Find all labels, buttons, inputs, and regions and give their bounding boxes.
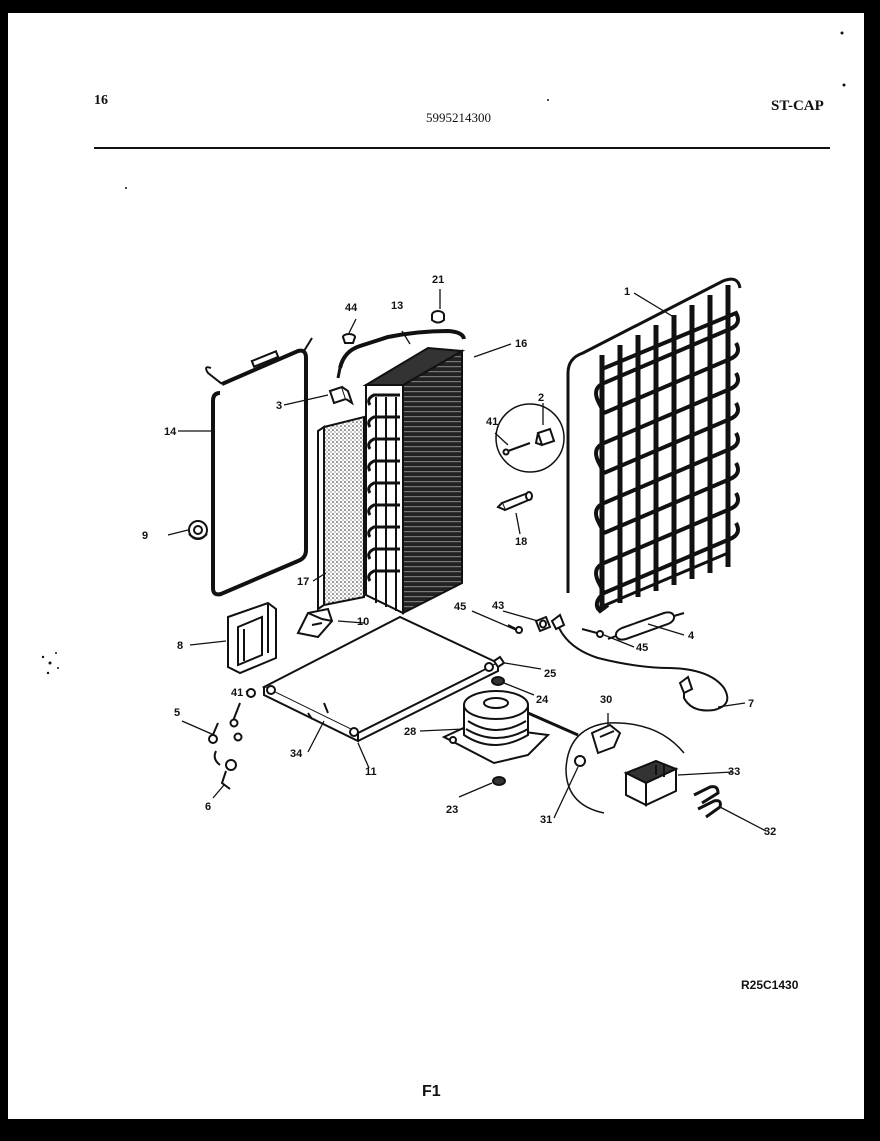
spacer-part-3 bbox=[328, 385, 354, 406]
detail-circle-30-31 bbox=[565, 722, 685, 814]
mount-hardware-part-5 bbox=[208, 702, 243, 744]
callout-31: 31 bbox=[540, 814, 552, 826]
screw-part-45-right bbox=[581, 628, 604, 638]
callout-4: 4 bbox=[688, 630, 695, 642]
callout-23: 23 bbox=[446, 804, 458, 816]
callout-6: 6 bbox=[205, 801, 211, 813]
grommet-part-23 bbox=[492, 776, 506, 786]
callout-labels: 1 2 3 4 5 6 7 8 9 10 11 13 14 16 17 18 2… bbox=[142, 274, 776, 838]
grommet-part-24 bbox=[491, 676, 505, 686]
relay-part-33 bbox=[623, 759, 679, 807]
tube-fitting-part-18 bbox=[496, 491, 533, 512]
callout-44: 44 bbox=[345, 302, 358, 314]
callout-5: 5 bbox=[174, 707, 180, 719]
callout-3: 3 bbox=[276, 400, 282, 412]
part-number: 5995214300 bbox=[426, 110, 491, 125]
parts-diagram-sheet: 16 5995214300 ST-CAP bbox=[8, 13, 864, 1119]
callout-43: 43 bbox=[492, 600, 504, 612]
scan-specks bbox=[41, 31, 846, 675]
tube-part-13 bbox=[336, 328, 466, 379]
drier-part-4 bbox=[607, 611, 685, 641]
fitting-part-21 bbox=[431, 310, 445, 324]
callout-21: 21 bbox=[432, 274, 444, 286]
callout-18: 18 bbox=[515, 536, 527, 548]
insulation-pad-part-17 bbox=[317, 415, 365, 611]
callout-32: 32 bbox=[764, 826, 776, 838]
bracket-part-8 bbox=[227, 601, 277, 675]
callout-11: 11 bbox=[365, 766, 377, 778]
bracket-part-10 bbox=[296, 607, 334, 639]
drawing-reference: R25C1430 bbox=[741, 978, 799, 992]
callout-13: 13 bbox=[391, 300, 403, 312]
callout-16: 16 bbox=[515, 338, 527, 350]
compressor-part-28 bbox=[441, 690, 579, 765]
callout-1: 1 bbox=[624, 286, 630, 298]
callout-14: 14 bbox=[164, 426, 177, 438]
callout-28: 28 bbox=[404, 726, 416, 738]
callout-33: 33 bbox=[728, 766, 740, 778]
callout-41-base: 41 bbox=[231, 687, 243, 699]
figure-label: F1 bbox=[422, 1083, 441, 1100]
clip-part-32 bbox=[693, 785, 722, 819]
fitting-part-25 bbox=[492, 655, 506, 669]
mount-hardware-part-6 bbox=[213, 750, 237, 790]
callout-45-left: 45 bbox=[454, 601, 466, 613]
callout-45-right: 45 bbox=[636, 642, 648, 654]
capillary-part-7 bbox=[550, 613, 729, 712]
grommet-part-9 bbox=[188, 520, 208, 540]
callout-17: 17 bbox=[297, 576, 309, 588]
callout-41-detail: 41 bbox=[486, 416, 498, 428]
callout-8: 8 bbox=[177, 640, 183, 652]
detail-circle-2-41 bbox=[495, 403, 565, 473]
callout-30: 30 bbox=[600, 694, 612, 706]
callout-7: 7 bbox=[748, 698, 754, 710]
callout-25: 25 bbox=[544, 668, 556, 680]
model-code: ST-CAP bbox=[771, 98, 824, 114]
clip-part-44 bbox=[342, 333, 356, 344]
callout-24: 24 bbox=[536, 694, 549, 706]
page-number: 16 bbox=[94, 93, 108, 108]
base-plate-part-34 bbox=[261, 615, 501, 743]
screw-part-41-left bbox=[246, 688, 256, 698]
callout-34: 34 bbox=[290, 748, 303, 760]
evaporator-part-16 bbox=[362, 346, 466, 615]
condenser-part-1 bbox=[566, 277, 742, 614]
fitting-part-43 bbox=[534, 615, 552, 633]
callout-9: 9 bbox=[142, 530, 148, 542]
panel-frame-part-14 bbox=[205, 337, 313, 597]
header-rule bbox=[94, 147, 830, 149]
callout-10: 10 bbox=[357, 616, 369, 628]
leader-lines bbox=[167, 289, 767, 832]
callout-2: 2 bbox=[538, 392, 544, 404]
exploded-view-diagram: 1 2 3 4 5 6 7 8 9 10 11 13 14 16 17 18 2… bbox=[41, 31, 846, 838]
